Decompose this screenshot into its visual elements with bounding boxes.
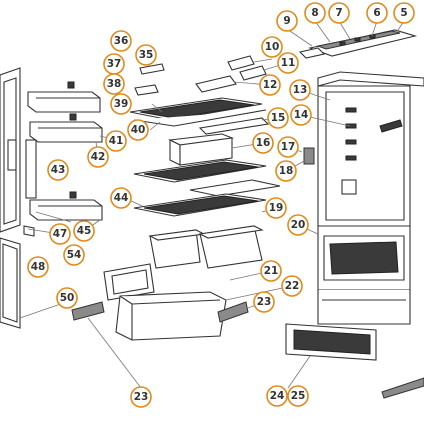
svg-text:20: 20	[291, 219, 306, 231]
callout-9: 9	[276, 10, 298, 32]
callout-19: 19	[265, 197, 287, 219]
callout-41: 41	[105, 130, 127, 152]
svg-text:39: 39	[114, 98, 129, 110]
svg-text:36: 36	[114, 35, 129, 47]
svg-text:23: 23	[257, 296, 272, 308]
callout-38: 38	[103, 73, 125, 95]
svg-text:35: 35	[139, 49, 154, 61]
refrigerator-cabinet	[303, 71, 424, 325]
callout-14: 14	[290, 104, 312, 126]
svg-text:9: 9	[283, 15, 290, 27]
svg-text:17: 17	[281, 141, 296, 153]
svg-text:18: 18	[279, 165, 294, 177]
svg-text:40: 40	[131, 124, 146, 136]
callout-39: 39	[110, 93, 132, 115]
callout-50: 50	[56, 287, 78, 309]
svg-text:38: 38	[107, 78, 122, 90]
svg-text:7: 7	[335, 7, 342, 19]
svg-text:25: 25	[291, 390, 306, 402]
callout-11: 11	[277, 52, 299, 74]
svg-text:54: 54	[67, 249, 82, 261]
callout-37: 37	[103, 53, 125, 75]
callout-48: 48	[27, 256, 49, 278]
svg-text:45: 45	[77, 225, 92, 237]
svg-text:15: 15	[271, 112, 286, 124]
svg-text:41: 41	[109, 135, 124, 147]
large-drawer	[71, 263, 249, 341]
callout-7: 7	[328, 2, 350, 24]
svg-text:48: 48	[31, 261, 46, 273]
callout-24: 24	[266, 385, 288, 407]
svg-text:44: 44	[114, 192, 129, 204]
svg-text:19: 19	[269, 202, 284, 214]
svg-text:13: 13	[293, 84, 308, 96]
svg-text:5: 5	[400, 7, 407, 19]
door-bins	[23, 81, 103, 237]
svg-text:42: 42	[91, 151, 106, 163]
crisper-drawer	[168, 133, 235, 166]
svg-text:14: 14	[294, 109, 309, 121]
callout-44: 44	[110, 187, 132, 209]
callout-54: 54	[63, 244, 85, 266]
callout-20: 20	[287, 214, 309, 236]
svg-text:50: 50	[60, 292, 75, 304]
glass-shelves	[129, 97, 281, 217]
callout-36: 36	[110, 30, 132, 52]
callout-17: 17	[277, 136, 299, 158]
svg-text:11: 11	[281, 57, 296, 69]
svg-text:47: 47	[53, 228, 68, 240]
bottom-grille	[285, 323, 424, 399]
callout-23-right: 23	[253, 291, 275, 313]
callout-47: 47	[49, 223, 71, 245]
callout-15: 15	[267, 107, 289, 129]
callout-13: 13	[289, 79, 311, 101]
freezer-bins	[148, 225, 264, 269]
small-fittings	[134, 55, 267, 96]
svg-text:12: 12	[263, 79, 278, 91]
callout-5: 5	[393, 2, 415, 24]
callout-6: 6	[366, 2, 388, 24]
svg-text:10: 10	[265, 41, 280, 53]
callout-10: 10	[261, 36, 283, 58]
svg-text:37: 37	[107, 58, 122, 70]
callout-18: 18	[275, 160, 297, 182]
callout-42: 42	[87, 146, 109, 168]
callout-8: 8	[304, 2, 326, 24]
svg-text:6: 6	[373, 7, 380, 19]
callouts: 9 8 7 6 5 36 35 10 37 11 38 12 13 39 14 …	[27, 2, 415, 408]
svg-text:24: 24	[270, 390, 285, 402]
svg-text:16: 16	[256, 137, 271, 149]
callout-35: 35	[135, 44, 157, 66]
callout-45: 45	[73, 220, 95, 242]
svg-text:21: 21	[264, 265, 279, 277]
callout-22: 22	[281, 275, 303, 297]
callout-40: 40	[127, 119, 149, 141]
svg-text:23: 23	[134, 391, 149, 403]
svg-text:8: 8	[311, 7, 318, 19]
top-control-panel	[298, 29, 418, 59]
svg-text:43: 43	[51, 164, 66, 176]
callout-16: 16	[252, 132, 274, 154]
callout-23-bottom: 23	[130, 386, 152, 408]
left-door	[0, 67, 21, 329]
callout-12: 12	[259, 74, 281, 96]
callout-25: 25	[287, 385, 309, 407]
callout-21: 21	[260, 260, 282, 282]
svg-text:22: 22	[285, 280, 300, 292]
callout-43: 43	[47, 159, 69, 181]
